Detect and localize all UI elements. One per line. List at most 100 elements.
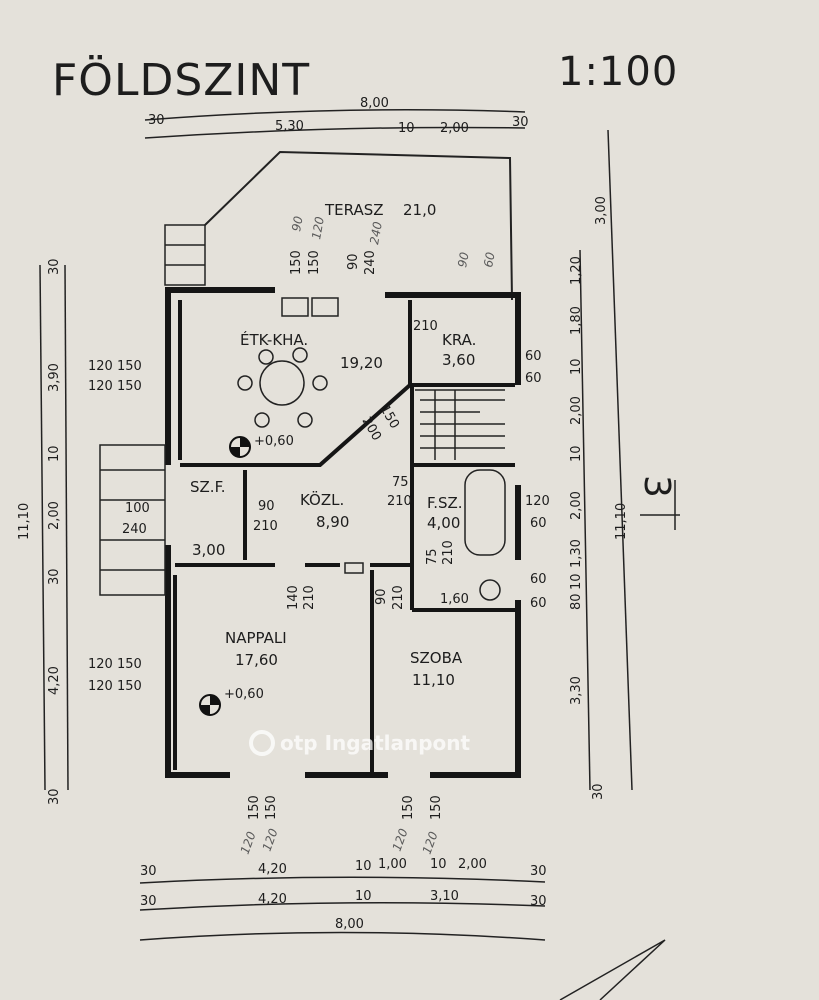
opening-dim: 120 bbox=[525, 494, 550, 509]
opening-dims: 150 150 90 240 120 150 120 150 210 150 2… bbox=[88, 250, 550, 820]
plan-title: FÖLDSZINT bbox=[52, 54, 310, 106]
living-level: +0,60 bbox=[224, 687, 264, 702]
dim-bottom: 10 bbox=[430, 857, 447, 872]
dim-right: 1,30 bbox=[569, 539, 584, 568]
plan-scale: 1:100 bbox=[558, 49, 678, 95]
terrace-area: 21,0 bbox=[403, 201, 436, 219]
opening-dim: 60 bbox=[530, 572, 547, 587]
kitchen-area: 19,20 bbox=[340, 354, 383, 372]
opening-dim: 210 bbox=[413, 319, 438, 334]
dim-top-total: 8,00 bbox=[360, 96, 389, 111]
wc-area: 1,60 bbox=[440, 592, 469, 607]
hall-area: 8,90 bbox=[316, 513, 349, 531]
kitchen-name: ÉTK-KHA. bbox=[240, 330, 308, 349]
terrace-outline bbox=[204, 150, 513, 301]
opening-dim: 150 bbox=[307, 250, 322, 275]
wardrobe-area: 3,00 bbox=[192, 541, 225, 559]
dim-left: 30 bbox=[47, 568, 62, 585]
dim-top: 2,00 bbox=[440, 121, 469, 136]
dim-bottom: 1,00 bbox=[378, 857, 407, 872]
opening-dim: 75 bbox=[425, 548, 440, 565]
hall-name: KÖZL. bbox=[300, 490, 344, 509]
opening-dim: 210 bbox=[387, 494, 412, 509]
watermark-text: otp Ingatlanpont bbox=[280, 731, 471, 755]
opening-dim: 240 bbox=[122, 522, 147, 537]
opening-dim: 90 bbox=[258, 499, 275, 514]
pantry-name: KRA. bbox=[442, 331, 476, 349]
dim-left: 30 bbox=[47, 258, 62, 275]
opening-dim: 150 bbox=[429, 795, 444, 820]
dim-right: 1,80 bbox=[569, 306, 584, 335]
dim-right: 1,20 bbox=[569, 256, 584, 285]
handwritten-note: 120 bbox=[238, 829, 259, 856]
dim-right: 3,30 bbox=[569, 676, 584, 705]
dim-right: 10 bbox=[569, 573, 584, 590]
wardrobe-name: SZ.F. bbox=[190, 478, 226, 496]
handwritten-note: 120 bbox=[309, 215, 327, 240]
dim-top: 10 bbox=[398, 121, 415, 136]
dim-bottom: 30 bbox=[530, 864, 547, 879]
opening-dim: 150 bbox=[377, 403, 402, 432]
room-area: 11,10 bbox=[412, 671, 455, 689]
dim-top: 30 bbox=[148, 113, 165, 128]
opening-dim: 90 bbox=[374, 588, 389, 605]
dim-bottom: 4,20 bbox=[258, 892, 287, 907]
dim-left: 2,00 bbox=[47, 501, 62, 530]
level-markers bbox=[199, 436, 251, 716]
dim-left: 10 bbox=[47, 445, 62, 462]
opening-dim: 60 bbox=[530, 596, 547, 611]
opening-dim: 120 150 bbox=[88, 359, 142, 374]
dims-bottom: 30 4,20 10 1,00 10 2,00 30 30 4,20 10 3,… bbox=[140, 857, 547, 932]
dim-left-total: 11,10 bbox=[17, 503, 32, 540]
terrace-name: TERASZ bbox=[324, 201, 384, 219]
bathroom-area: 4,00 bbox=[427, 514, 460, 532]
opening-dim: 150 bbox=[401, 795, 416, 820]
dim-bottom: 4,20 bbox=[258, 862, 287, 877]
opening-dim: 210 bbox=[391, 585, 406, 610]
terrace-stairs bbox=[164, 224, 206, 286]
dim-bottom: 30 bbox=[140, 864, 157, 879]
handwritten-note: 60 bbox=[481, 251, 498, 269]
dim-left: 4,20 bbox=[47, 666, 62, 695]
opening-dim: 60 bbox=[525, 349, 542, 364]
opening-dim: 150 bbox=[289, 250, 304, 275]
room-name: SZOBA bbox=[410, 649, 463, 667]
dim-top: 30 bbox=[512, 115, 529, 130]
opening-dim: 140 bbox=[286, 585, 301, 610]
opening-dim: 240 bbox=[363, 250, 378, 275]
dim-right: 10 bbox=[569, 445, 584, 462]
dims-left: 30 3,90 10 2,00 30 4,20 30 11,10 bbox=[17, 258, 62, 805]
handwritten-note: 120 bbox=[420, 829, 441, 856]
kitchen-level: +0,60 bbox=[254, 434, 294, 449]
dim-right-total: 11,10 bbox=[614, 503, 629, 540]
dim-bottom-total: 8,00 bbox=[335, 917, 364, 932]
bathroom-name: F.SZ. bbox=[427, 494, 463, 512]
dim-top: 5,30 bbox=[275, 119, 304, 134]
dim-bottom: 3,10 bbox=[430, 889, 459, 904]
handwritten-note: 240 bbox=[367, 220, 385, 245]
furniture bbox=[99, 297, 506, 601]
dim-bottom: 10 bbox=[355, 889, 372, 904]
dim-bottom: 10 bbox=[355, 859, 372, 874]
opening-dim: 60 bbox=[525, 371, 542, 386]
handwritten-note: 120 bbox=[390, 826, 411, 853]
living-name: NAPPALI bbox=[225, 629, 287, 647]
watermark: otp Ingatlanpont bbox=[249, 730, 471, 756]
dims-right: 3,00 1,20 1,80 10 2,00 10 2,00 1,30 10 8… bbox=[569, 196, 629, 800]
handwritten-note: 90 bbox=[289, 215, 306, 233]
dim-bottom: 30 bbox=[530, 894, 547, 909]
dim-left: 3,90 bbox=[47, 363, 62, 392]
handwritten-notes: 90 120 240 90 60 120 120 120 120 bbox=[238, 215, 498, 856]
handwritten-note: 90 bbox=[455, 251, 472, 269]
dim-bottom: 30 bbox=[140, 894, 157, 909]
living-area: 17,60 bbox=[235, 651, 278, 669]
walls bbox=[165, 287, 521, 778]
dim-bottom: 2,00 bbox=[458, 857, 487, 872]
opening-dim: 75 bbox=[392, 475, 409, 490]
dimension-lines bbox=[39, 109, 680, 1000]
opening-dim: 150 bbox=[247, 795, 262, 820]
opening-dim: 210 bbox=[302, 585, 317, 610]
handwritten-note: 120 bbox=[260, 826, 281, 853]
pantry-area: 3,60 bbox=[442, 351, 475, 369]
otp-logo-icon bbox=[249, 730, 275, 756]
